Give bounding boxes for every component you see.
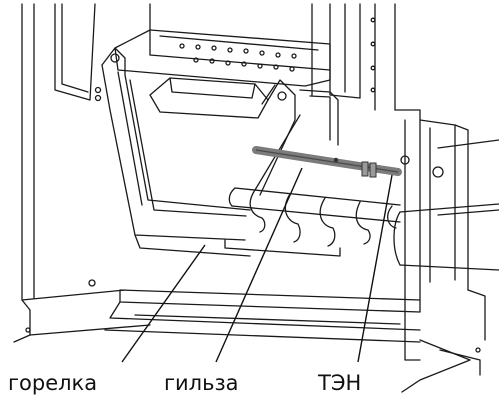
upper-panels: [54, 3, 396, 111]
base-plate: [104, 289, 421, 343]
leader-heater: [357, 174, 393, 363]
label-burner: горелка: [8, 371, 98, 395]
leader-sleeve: [215, 167, 303, 363]
burner-head: [114, 29, 331, 87]
label-sleeve: гильза: [164, 371, 239, 395]
auger-spiral: [228, 187, 401, 247]
inner-tray: [149, 77, 269, 119]
fan-pipe: [393, 139, 499, 271]
burner-frame: [101, 47, 341, 257]
right-bracket: [254, 79, 339, 196]
housing-outline: [13, 3, 151, 343]
leader-lines: [121, 167, 393, 363]
label-heater: ТЭН: [318, 371, 362, 395]
leader-burner: [121, 244, 206, 363]
flange: [394, 109, 486, 393]
heater-element: [252, 146, 402, 178]
